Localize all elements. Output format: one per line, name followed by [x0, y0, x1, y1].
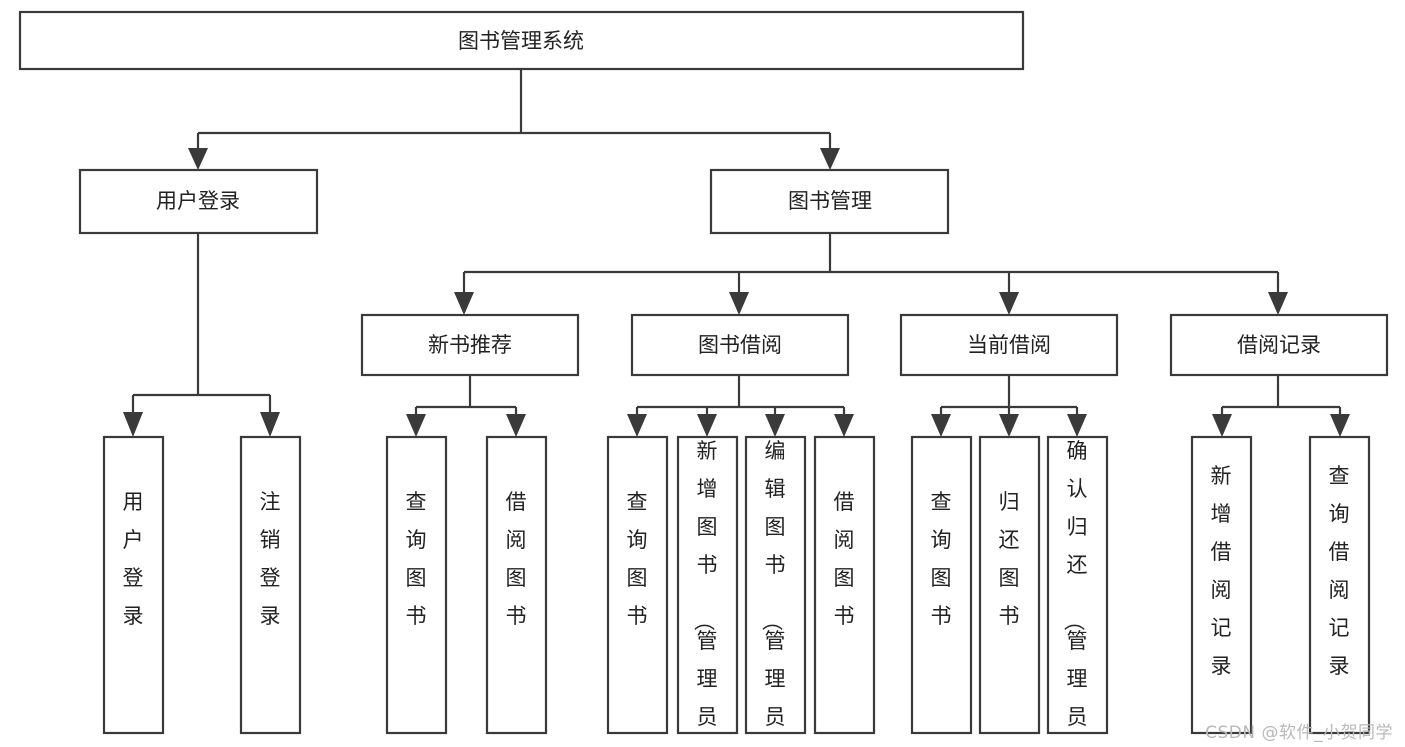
- arrow-head-user-login: [188, 148, 208, 170]
- leaf-borrow-record-2-label: 查询借阅记录: [1329, 464, 1350, 678]
- leaf-new-book-2[interactable]: 借阅图书: [485, 435, 548, 735]
- node-current-borrow-label: 当前借阅: [967, 333, 1051, 357]
- leaf-user-login-1[interactable]: 用户登录: [102, 435, 165, 735]
- leaf-book-borrow-2-box[interactable]: [676, 435, 739, 735]
- leaf-current-borrow-1[interactable]: 查询图书: [910, 435, 973, 735]
- leaf-borrow-record-2[interactable]: 查询借阅记录: [1308, 435, 1371, 735]
- arrow-head-br-1: [1212, 414, 1232, 437]
- leaf-current-borrow-1-label: 查询图书: [931, 490, 952, 628]
- leaf-book-borrow-1-box[interactable]: [606, 435, 669, 735]
- arrow-head-nb-1: [406, 414, 426, 437]
- leaf-book-borrow-2[interactable]: 新增图书（管理员）: [676, 435, 739, 747]
- leaf-user-login-2-label: 注销登录: [260, 490, 281, 628]
- leaf-current-borrow-3-label: 确认归还（管理员）: [1062, 439, 1088, 747]
- leaf-new-book-1-label: 查询图书: [406, 490, 427, 628]
- arrow-head-book-mgmt: [820, 148, 840, 170]
- arrow-head-ul-2: [260, 412, 280, 437]
- leaf-new-book-1[interactable]: 查询图书: [385, 435, 448, 735]
- node-root-box[interactable]: [18, 10, 1025, 71]
- node-user-login[interactable]: 用户登录: [78, 168, 319, 235]
- arrow-head-bb-3: [765, 414, 785, 437]
- arrow-head-l3-3: [999, 292, 1019, 315]
- arrow-head-bb-4: [834, 414, 854, 437]
- leaf-user-login-1-box[interactable]: [102, 435, 165, 735]
- connectors-new-book-to-leaves: [406, 375, 526, 437]
- leaf-book-borrow-4-label: 借阅图书: [834, 490, 855, 628]
- connectors-book-borrow-to-leaves: [627, 375, 854, 437]
- node-book-management-label: 图书管理: [788, 189, 872, 213]
- leaf-book-borrow-3-box[interactable]: [744, 435, 807, 735]
- node-borrow-record-box[interactable]: [1169, 313, 1389, 377]
- leaf-new-book-1-box[interactable]: [385, 435, 448, 735]
- arrow-head-bb-1: [627, 414, 647, 437]
- leaf-book-borrow-4-box[interactable]: [813, 435, 876, 735]
- node-borrow-record-label: 借阅记录: [1237, 333, 1321, 357]
- arrow-head-cb-2: [999, 414, 1019, 437]
- arrow-head-ul-1: [123, 412, 143, 437]
- leaf-current-borrow-3-box[interactable]: [1046, 435, 1109, 735]
- leaf-current-borrow-1-box[interactable]: [910, 435, 973, 735]
- csdn-watermark: CSDN @软件_小贺同学: [1205, 723, 1393, 743]
- leaf-new-book-2-label: 借阅图书: [506, 490, 527, 628]
- connectors-user-login-to-leaves: [123, 233, 280, 437]
- node-user-login-box[interactable]: [78, 168, 319, 235]
- arrow-head-l3-4: [1268, 292, 1288, 315]
- node-root-system[interactable]: 图书管理系统: [18, 10, 1025, 71]
- leaf-user-login-2-box[interactable]: [239, 435, 302, 735]
- arrow-head-br-2: [1330, 414, 1350, 437]
- leaf-book-borrow-1[interactable]: 查询图书: [606, 435, 669, 735]
- leaf-current-borrow-2[interactable]: 归还图书: [978, 435, 1041, 735]
- node-new-book-recommend-box[interactable]: [360, 313, 580, 377]
- arrow-head-cb-3: [1067, 414, 1087, 437]
- node-new-book-recommend[interactable]: 新书推荐: [360, 313, 580, 377]
- leaf-borrow-record-2-box[interactable]: [1308, 435, 1371, 735]
- leaf-book-borrow-1-label: 查询图书: [627, 490, 648, 628]
- connectors-borrow-record-to-leaves: [1212, 375, 1350, 437]
- leaf-borrow-record-1[interactable]: 新增借阅记录: [1190, 435, 1253, 735]
- leaf-book-borrow-3-label: 编辑图书（管理员）: [760, 439, 786, 747]
- leaf-current-borrow-3[interactable]: 确认归还（管理员）: [1046, 435, 1109, 747]
- node-current-borrow[interactable]: 当前借阅: [899, 313, 1119, 377]
- node-book-management[interactable]: 图书管理: [709, 168, 950, 235]
- connectors-current-borrow-to-leaves: [931, 375, 1087, 437]
- arrow-head-bb-2: [697, 414, 717, 437]
- node-book-borrow-box[interactable]: [630, 313, 850, 377]
- node-user-login-label: 用户登录: [156, 189, 240, 213]
- leaf-user-login-2[interactable]: 注销登录: [239, 435, 302, 735]
- node-current-borrow-box[interactable]: [899, 313, 1119, 377]
- arrow-head-l3-1: [454, 292, 474, 315]
- arrow-head-nb-2: [506, 414, 526, 437]
- node-new-book-recommend-label: 新书推荐: [428, 333, 512, 357]
- leaf-borrow-record-1-box[interactable]: [1190, 435, 1253, 735]
- arrow-head-l3-2: [729, 292, 749, 315]
- connectors-root-to-level2: [188, 69, 840, 170]
- leaf-current-borrow-2-box[interactable]: [978, 435, 1041, 735]
- leaf-book-borrow-3[interactable]: 编辑图书（管理员）: [744, 435, 807, 747]
- leaf-borrow-record-1-label: 新增借阅记录: [1211, 464, 1232, 678]
- node-book-borrow-label: 图书借阅: [698, 333, 782, 357]
- arrow-head-cb-1: [931, 414, 951, 437]
- connectors-book-mgmt-to-level3: [454, 233, 1288, 315]
- leaf-book-borrow-2-label: 新增图书（管理员）: [692, 439, 718, 747]
- node-book-management-box[interactable]: [709, 168, 950, 235]
- node-borrow-record[interactable]: 借阅记录: [1169, 313, 1389, 377]
- leaf-user-login-1-label: 用户登录: [123, 490, 144, 628]
- node-root-label: 图书管理系统: [458, 29, 584, 53]
- node-book-borrow[interactable]: 图书借阅: [630, 313, 850, 377]
- leaf-book-borrow-4[interactable]: 借阅图书: [813, 435, 876, 735]
- leaf-new-book-2-box[interactable]: [485, 435, 548, 735]
- leaf-current-borrow-2-label: 归还图书: [999, 490, 1020, 628]
